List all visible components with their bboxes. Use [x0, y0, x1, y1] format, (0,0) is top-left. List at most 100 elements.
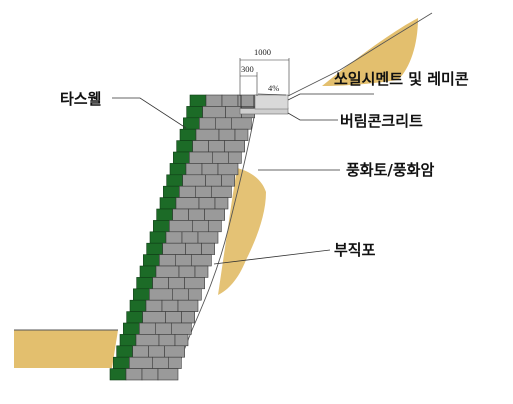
label-lean-concrete: 버림콘크리트	[340, 112, 423, 130]
backing-block	[189, 151, 213, 164]
dim-channel-width: 300	[241, 64, 254, 74]
original-ground-line	[287, 12, 433, 97]
face-block	[169, 163, 187, 176]
backing-block	[198, 197, 216, 210]
backing-block	[168, 277, 185, 290]
backing-block	[179, 185, 196, 198]
label-tasswell: 타스웰	[60, 90, 101, 108]
backing-block	[172, 288, 189, 301]
backing-block	[125, 368, 143, 381]
backing-block	[217, 163, 239, 176]
face-block	[179, 128, 197, 141]
backing-block	[152, 356, 169, 369]
face-block	[153, 220, 170, 233]
face-block	[119, 334, 137, 347]
top-gutter	[239, 93, 289, 115]
backing-block	[194, 265, 209, 278]
face-block	[123, 322, 140, 335]
soil-cement-fill	[254, 94, 289, 110]
dimension-lines	[239, 58, 290, 96]
backing-block	[208, 140, 225, 153]
backing-block	[168, 356, 182, 369]
slope-soil-patch	[218, 168, 266, 295]
backing-block	[129, 356, 153, 369]
backing-block	[135, 334, 160, 347]
backing-block	[188, 288, 202, 301]
backing-block	[185, 163, 203, 176]
label-soil-cement: 쏘일시멘트 및 레미콘	[334, 70, 469, 88]
backing-block	[231, 117, 252, 130]
backing-block	[181, 231, 199, 244]
face-block	[159, 197, 177, 210]
face-block	[156, 208, 173, 221]
backing-block	[195, 128, 220, 141]
face-block	[126, 311, 143, 324]
backing-block	[195, 185, 212, 198]
backing-block	[211, 185, 232, 198]
backing-block	[171, 322, 192, 335]
backing-block	[204, 208, 225, 221]
backing-block	[188, 208, 205, 221]
face-block	[173, 151, 190, 164]
backing-block	[202, 106, 226, 119]
backing-block	[214, 197, 229, 210]
backing-block	[155, 265, 180, 278]
backing-block	[158, 334, 176, 347]
backing-block	[234, 128, 249, 141]
backing-block	[161, 299, 179, 312]
face-block	[109, 368, 127, 381]
face-block	[133, 288, 150, 301]
backing-block	[185, 242, 202, 255]
leader-lean-concrete	[287, 112, 338, 121]
backing-block	[175, 254, 192, 267]
block-wall	[109, 94, 259, 381]
backing-block	[215, 117, 232, 130]
face-block	[139, 265, 157, 278]
u-channel	[240, 95, 255, 109]
backing-block	[205, 94, 223, 107]
backing-block	[181, 311, 195, 324]
backing-block	[199, 117, 216, 130]
backing-block	[159, 254, 176, 267]
backing-block	[162, 242, 186, 255]
dim-slope: 4%	[268, 83, 279, 93]
label-weathered: 풍화토/풍화암	[346, 161, 434, 179]
backing-block	[191, 254, 212, 267]
backing-block	[139, 322, 156, 335]
backing-block	[174, 334, 189, 347]
backing-block	[212, 151, 229, 164]
dim-total-width: 1000	[254, 47, 271, 57]
leader-geotextile	[213, 249, 331, 265]
face-block	[143, 254, 160, 267]
backing-block	[152, 277, 169, 290]
face-block	[186, 106, 203, 119]
backing-block	[208, 220, 222, 233]
face-block	[166, 174, 183, 187]
face-block	[176, 140, 193, 153]
backing-block	[192, 140, 209, 153]
face-block	[189, 94, 207, 107]
face-block	[149, 231, 167, 244]
backing-block	[201, 163, 219, 176]
backing-block	[221, 94, 239, 107]
backing-block	[228, 151, 242, 164]
backing-block	[224, 140, 245, 153]
backing-block	[205, 174, 222, 187]
backing-block	[141, 368, 159, 381]
face-block	[163, 185, 180, 198]
leader-tasswell	[112, 97, 187, 129]
backing-block	[221, 174, 235, 187]
backing-block	[175, 197, 200, 210]
backing-block	[192, 220, 209, 233]
leader-soil-cement	[287, 93, 374, 101]
backing-block	[218, 128, 236, 141]
backing-block	[201, 242, 215, 255]
backing-block	[155, 322, 172, 335]
backing-block	[197, 231, 219, 244]
face-block	[129, 299, 147, 312]
backing-block	[178, 265, 196, 278]
backing-block	[148, 345, 165, 358]
backing-block	[184, 277, 205, 290]
backing-block	[132, 345, 149, 358]
